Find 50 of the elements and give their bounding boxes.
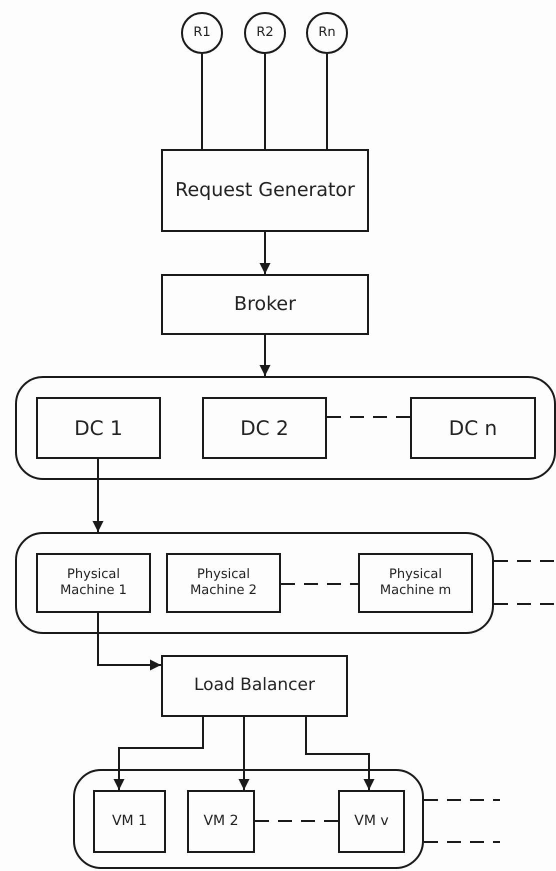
node-label: DC 1: [74, 416, 123, 440]
group-container: [73, 769, 424, 869]
process-box: [358, 553, 473, 613]
process-box: [161, 274, 369, 335]
arrow: [238, 717, 250, 790]
request-circle: [306, 12, 348, 54]
process-box: [36, 553, 151, 613]
node-label: R2: [256, 24, 274, 42]
request-circle: [181, 12, 223, 54]
process-box: [410, 397, 536, 459]
process-box: [161, 655, 348, 717]
process-box: [36, 397, 161, 459]
node-label: Physical Machine 2: [189, 566, 258, 600]
dashed-connector: [494, 560, 556, 562]
process-box: [93, 790, 166, 853]
node-label: R1: [193, 24, 211, 42]
arrow: [114, 717, 204, 790]
node-label: DC n: [448, 416, 498, 440]
node-label: Request Generator: [175, 178, 355, 202]
process-box: [166, 553, 281, 613]
node-label: Broker: [234, 292, 296, 316]
dashed-connector: [281, 583, 358, 585]
group-container: [15, 532, 494, 634]
node-label: DC 2: [240, 416, 289, 440]
arrow: [305, 717, 374, 790]
request-circle: [244, 12, 286, 54]
connector-line: [264, 54, 266, 149]
process-box: [202, 397, 327, 459]
node-label: VM v: [354, 812, 389, 830]
node-label: Physical Machine 1: [59, 566, 128, 600]
process-box: [187, 790, 255, 853]
node-label: Load Balancer: [194, 675, 315, 697]
dashed-connector: [424, 841, 500, 843]
arrow: [260, 232, 270, 274]
process-box: [161, 149, 369, 232]
node-label: VM 2: [203, 812, 238, 830]
node-label: Rn: [318, 24, 336, 42]
connector-line: [201, 54, 203, 149]
group-container: [15, 376, 556, 480]
dashed-connector: [255, 820, 338, 822]
node-label: Physical Machine m: [378, 566, 452, 600]
node-label: VM 1: [112, 812, 147, 830]
dashed-connector: [494, 603, 556, 605]
arrow: [92, 459, 104, 532]
connector-line: [326, 54, 328, 149]
process-box: [338, 790, 405, 853]
dashed-connector: [424, 799, 500, 801]
arrow: [97, 613, 161, 670]
arrow: [260, 335, 270, 376]
dashed-connector: [327, 416, 410, 418]
